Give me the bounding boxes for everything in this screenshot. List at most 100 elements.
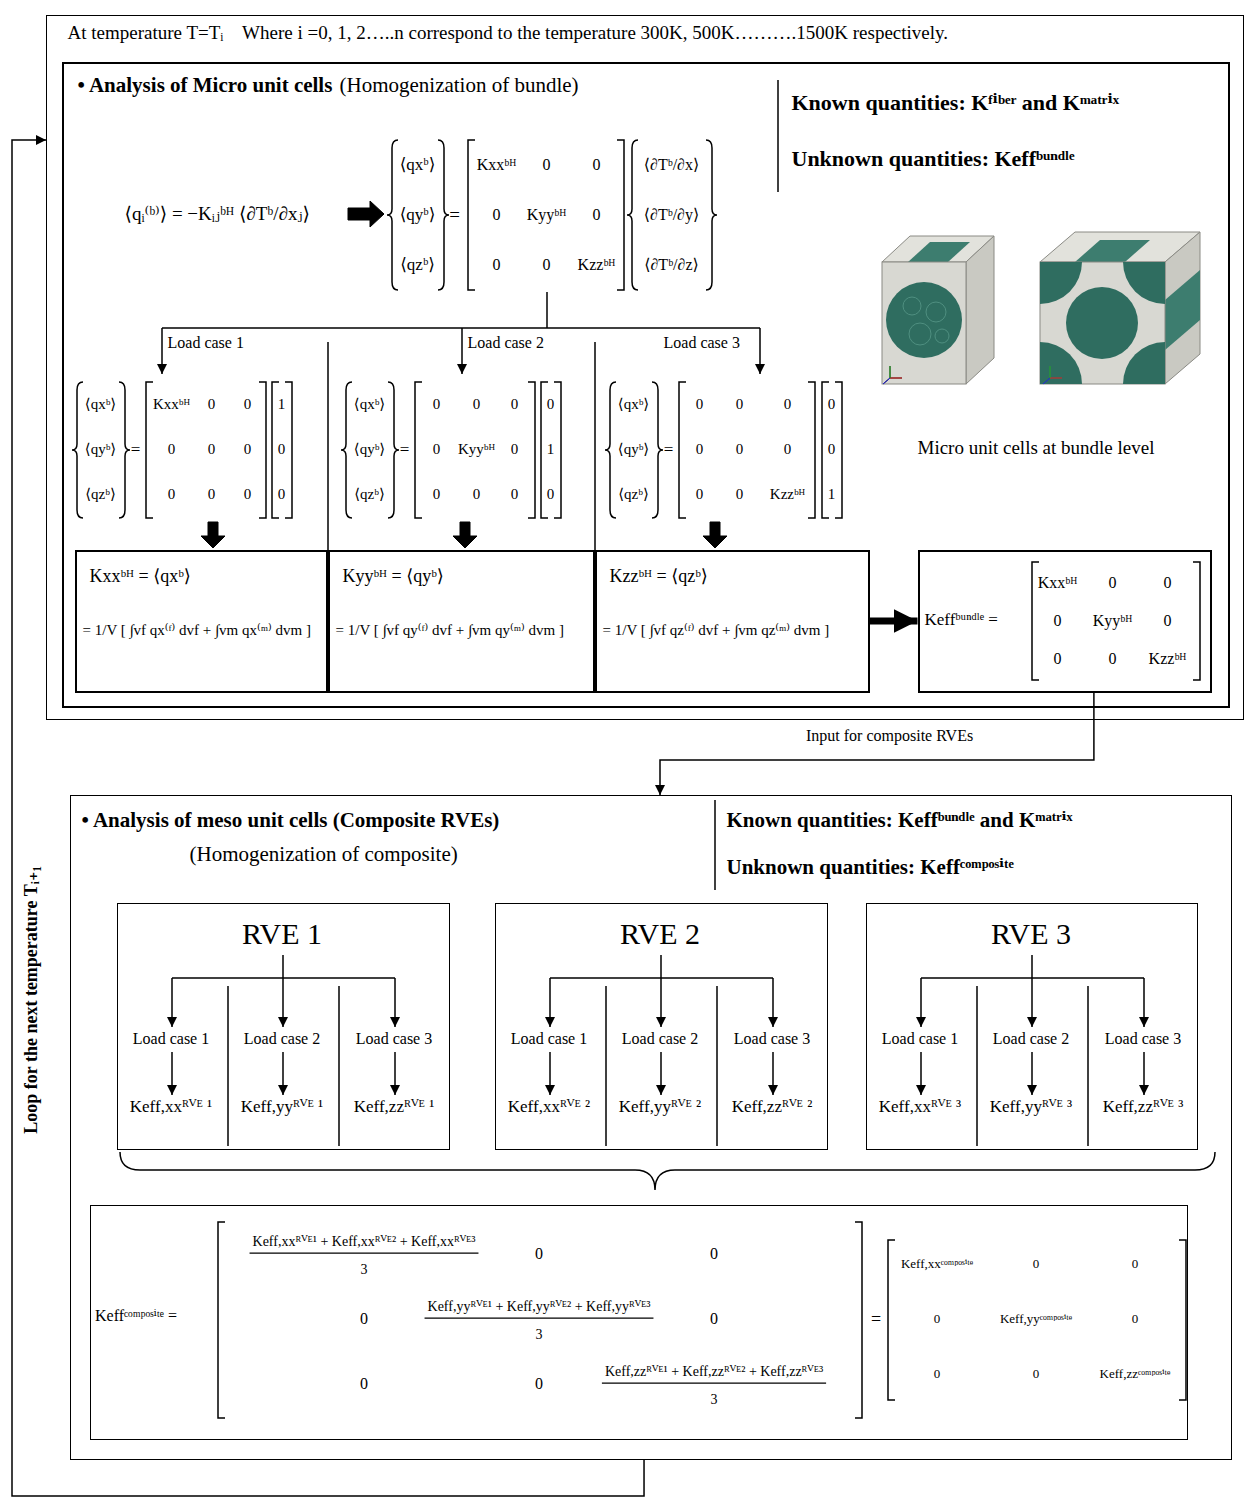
formula-text: Load case 1 xyxy=(882,1030,958,1048)
unit-cell-picture xyxy=(882,220,1207,426)
flow-arrow xyxy=(759,328,761,374)
fraction-bar xyxy=(250,1252,479,1253)
micro-analysis-panel: Kxxᵇᴴ = ⟨qxᵇ⟩ = 1/V [ ∫vf qx⁽ᶠ⁾ dvf + ∫vm… xyxy=(62,62,1230,708)
homogenized-k-box: Kyyᵇᴴ = ⟨qyᵇ⟩= 1/V [ ∫vf qy⁽ᶠ⁾ dvf + ∫vm… xyxy=(328,550,595,693)
formula-text: Keff,zzᶜᵒᵐᵖᵒˢⁱᵗᵉ xyxy=(1100,1367,1171,1382)
formula-text: (Homogenization of bundle) xyxy=(340,73,579,97)
formula-text: 0 xyxy=(934,1367,941,1382)
formula-text: 0 xyxy=(168,441,176,458)
formula-text: 1 xyxy=(547,441,555,458)
flow-arrow xyxy=(1143,978,1145,1027)
formula-text: 3 xyxy=(536,1327,543,1343)
formula-text: 0 xyxy=(1164,573,1172,591)
fiber-detail xyxy=(909,323,931,345)
formula-text: ⟨qxᵇ⟩ xyxy=(618,396,649,413)
fiber-end xyxy=(1165,270,1200,350)
fiber-circle xyxy=(1066,287,1138,359)
cell-face xyxy=(882,262,966,384)
flow-arrow xyxy=(920,978,922,1027)
heading-text: Unknown quantities: Keffᵇᵘⁿᵈˡᵉ xyxy=(792,146,1075,171)
formula-text: 0 xyxy=(244,486,252,503)
fiber-circle xyxy=(1123,342,1165,384)
formula-text: Kzzᵇᴴ = ⟨qzᵇ⟩ xyxy=(610,566,708,587)
formula-text: Keff,xxᴿⱽᴱ ² xyxy=(508,1097,590,1117)
formula-text: = xyxy=(664,440,674,460)
block-arrow xyxy=(703,522,727,548)
matrix-bracket xyxy=(415,382,535,518)
flow-line xyxy=(1031,955,1033,978)
formula-text: 0 xyxy=(543,155,551,173)
vector-brace xyxy=(605,382,663,518)
flow-arrow xyxy=(549,1052,551,1095)
formula-text: Load case 1 xyxy=(168,334,244,352)
formula-text: 0 xyxy=(208,396,216,413)
formula-text: ⟨qzᵇ⟩ xyxy=(354,486,385,503)
formula-text: 0 xyxy=(1132,1312,1139,1327)
formula-text: Load case 2 xyxy=(468,334,544,352)
fiber-circle xyxy=(886,282,962,358)
matrix-bracket xyxy=(272,382,292,518)
formula-text: Keff,zzᴿⱽᴱ ³ xyxy=(1103,1097,1184,1117)
formula-text: 0 xyxy=(696,441,704,458)
formula-text: 0 xyxy=(784,441,792,458)
formula-text: ⟨qyᵇ⟩ xyxy=(618,441,649,458)
vector-brace xyxy=(627,140,717,290)
fraction-bar xyxy=(425,1317,654,1318)
block-arrow-connector xyxy=(870,618,918,625)
axis-triad xyxy=(883,366,902,384)
formula-text: Kxxᵇᴴ xyxy=(1038,573,1078,591)
formula-text: 0 xyxy=(433,441,441,458)
formula-text: Load case 3 xyxy=(734,1030,810,1048)
flow-arrow xyxy=(282,978,284,1027)
formula-text: 0 xyxy=(493,255,501,273)
formula-text: Kxxᵇᴴ = ⟨qxᵇ⟩ xyxy=(90,566,191,587)
formula-text: 0 xyxy=(360,1310,368,1328)
formula-text: ⟨qxᵇ⟩ xyxy=(354,396,385,413)
formula-text: ⟨∂Tᵇ/∂y⟩ xyxy=(644,205,699,223)
matrix-bracket xyxy=(888,1240,1186,1400)
flow-line xyxy=(976,986,978,1146)
formula-text: ⟨qyᵇ⟩ xyxy=(400,205,436,225)
formula-text: 0 xyxy=(433,486,441,503)
block-arrow xyxy=(348,201,384,227)
formula-text: 0 xyxy=(710,1310,718,1328)
formula-text: = 1/V [ ∫vf qx⁽ᶠ⁾ dvf + ∫vm qx⁽ᵐ⁾ dvm ] xyxy=(83,622,320,639)
flow-arrow xyxy=(660,978,662,1027)
fraction-bar xyxy=(602,1382,826,1383)
cell-face xyxy=(966,236,994,384)
fiber-end xyxy=(908,242,970,262)
bundle-matrix-box: Keffᵇᵘⁿᵈˡᵉ =Kxxᵇᴴ000Kyyᵇᴴ000Kzzᵇᴴ xyxy=(918,550,1212,693)
fiber-circle xyxy=(1123,262,1165,304)
vector-brace xyxy=(341,382,399,518)
formula-text: 0 xyxy=(493,205,501,223)
formula-text: 0 xyxy=(593,155,601,173)
heading-text: Unknown quantities: Keffᶜᵒᵐᵖᵒˢⁱᵗᵉ xyxy=(727,855,1015,879)
formula-text: Keff,xxᴿⱽᴱ¹ + Keff,xxᴿⱽᴱ² + Keff,xxᴿⱽᴱ³ xyxy=(253,1234,476,1250)
formula-text: 0 xyxy=(1109,649,1117,667)
formula-text: = xyxy=(871,1309,881,1330)
formula-text: ⟨qzᵇ⟩ xyxy=(85,486,116,503)
formula-text: 0 xyxy=(1132,1257,1139,1272)
formula-text: 0 xyxy=(1109,573,1117,591)
formula-text: At temperature T=Tᵢ Where i =0, 1, 2…..n… xyxy=(68,22,949,44)
formula-text: 0 xyxy=(511,441,519,458)
flow-arrow xyxy=(1031,978,1033,1027)
formula-text: Kzzᵇᴴ xyxy=(1149,649,1187,667)
fiber-detail xyxy=(926,302,946,322)
axis-triad xyxy=(890,378,902,379)
formula-text: Load case 2 xyxy=(622,1030,698,1048)
formula-text: ⟨qyᵇ⟩ xyxy=(354,441,385,458)
formula-text: Load case 1 xyxy=(511,1030,587,1048)
flow-line xyxy=(227,986,229,1146)
flow-arrow xyxy=(920,1052,922,1095)
matrix-bracket xyxy=(679,382,815,518)
matrix-bracket xyxy=(1032,562,1200,680)
formula-text: 0 xyxy=(473,396,481,413)
formula-text: 0 xyxy=(828,441,836,458)
flow-line xyxy=(660,955,662,978)
cell-face xyxy=(1165,232,1200,384)
flow-line xyxy=(338,986,340,1146)
formula-text: 0 xyxy=(1033,1367,1040,1382)
